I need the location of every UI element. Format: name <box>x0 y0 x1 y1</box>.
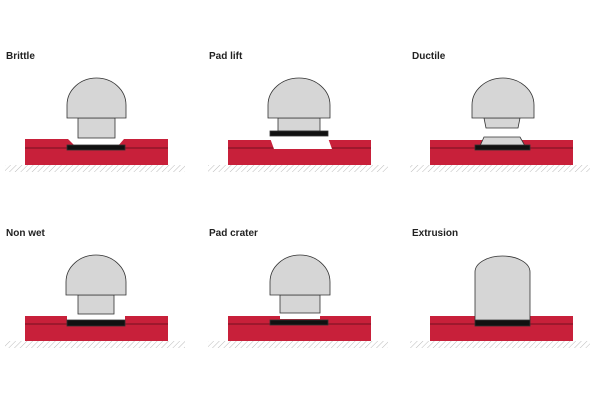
panel-ductile <box>410 77 590 172</box>
label-ductile: Ductile <box>412 51 446 62</box>
panel-brittle <box>5 77 185 172</box>
label-brittle: Brittle <box>6 51 35 62</box>
label-pad-crater: Pad crater <box>209 228 258 239</box>
panel-non-wet <box>5 254 185 348</box>
label-non-wet: Non wet <box>6 228 45 239</box>
panel-pad-crater <box>208 254 388 348</box>
panel-extrusion <box>410 255 590 348</box>
panel-pad-lift <box>208 77 388 172</box>
label-pad-lift: Pad lift <box>209 51 243 62</box>
label-extrusion: Extrusion <box>412 228 459 239</box>
